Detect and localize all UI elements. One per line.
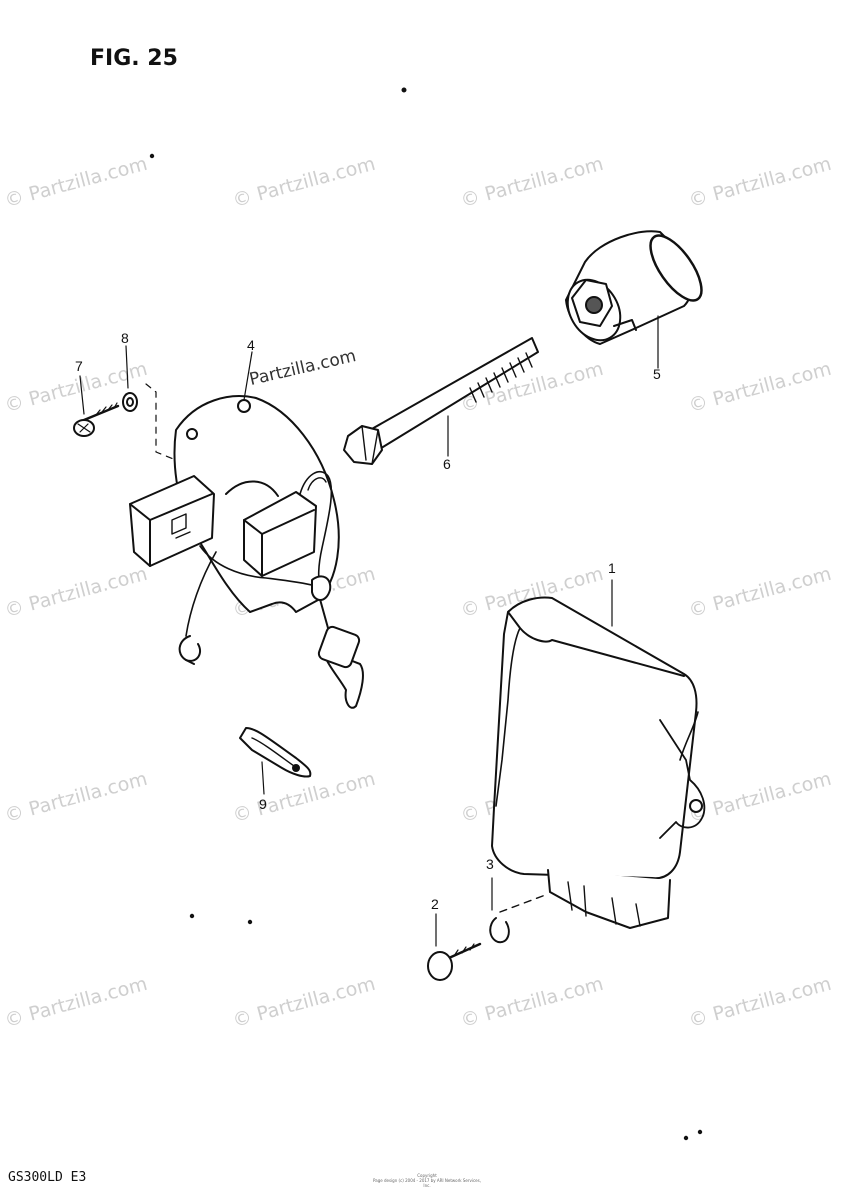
rotor-part	[565, 230, 703, 345]
figure-title: FIG. 25	[90, 46, 178, 71]
washer-part-8	[122, 392, 138, 412]
callout-8[interactable]: 8	[121, 330, 129, 346]
callout-6[interactable]: 6	[443, 456, 451, 472]
control-unit-part	[491, 596, 706, 929]
copyright-line: Page design (c) 2004 - 2017 by ARI Netwo…	[373, 1178, 481, 1188]
callout-7[interactable]: 7	[75, 358, 83, 374]
callout-2[interactable]: 2	[431, 896, 439, 912]
copyright-notice: Copyright Page design (c) 2004 - 2017 by…	[372, 1173, 482, 1188]
screw-part-7	[73, 402, 120, 437]
callout-4[interactable]: 4	[247, 337, 255, 353]
copyright-line: Copyright	[417, 1173, 437, 1178]
screw-part-2	[427, 942, 482, 981]
washer-part-3	[489, 917, 510, 944]
bolt-part	[343, 337, 539, 465]
callout-5[interactable]: 5	[653, 366, 661, 382]
model-code: GS300LD E3	[8, 1170, 87, 1185]
leader-lines	[79, 315, 659, 947]
callout-9[interactable]: 9	[259, 796, 267, 812]
callout-1[interactable]: 1	[608, 560, 616, 576]
washer-hole	[126, 397, 134, 407]
callout-3[interactable]: 3	[486, 856, 494, 872]
pickup-coil-assembly-part	[129, 395, 364, 709]
clamp-part	[239, 727, 312, 778]
